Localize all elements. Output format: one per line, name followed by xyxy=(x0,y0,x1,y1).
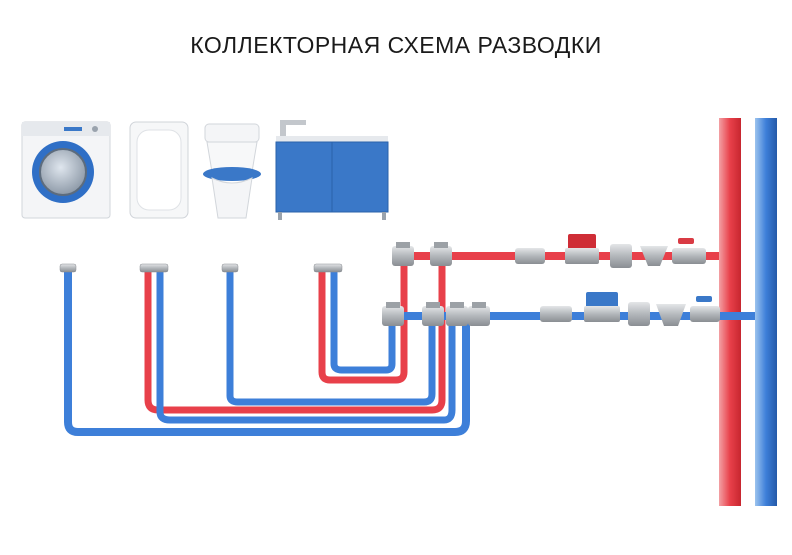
pipe-sink-cold xyxy=(330,268,396,374)
pipe-sink-hot xyxy=(318,254,408,384)
cold-water-fittings xyxy=(540,292,720,326)
pipe-toilet-cold xyxy=(226,268,436,406)
bathtub-icon xyxy=(129,121,189,219)
pipe-end-fittings xyxy=(59,263,343,273)
pipe-bathtub-hot xyxy=(144,254,446,414)
sink-cabinet-icon xyxy=(275,120,389,220)
hot-water-fittings xyxy=(515,234,706,268)
toilet-icon xyxy=(203,123,261,219)
pipe-washing-machine-cold xyxy=(64,268,470,436)
diagram-title: КОЛЛЕКТОРНАЯ СХЕМА РАЗВОДКИ xyxy=(190,32,602,58)
washing-machine-icon xyxy=(21,121,111,219)
pipe-bathtub-cold xyxy=(156,268,456,424)
hot-water-manifold xyxy=(392,242,719,266)
cold-water-riser xyxy=(755,118,777,506)
